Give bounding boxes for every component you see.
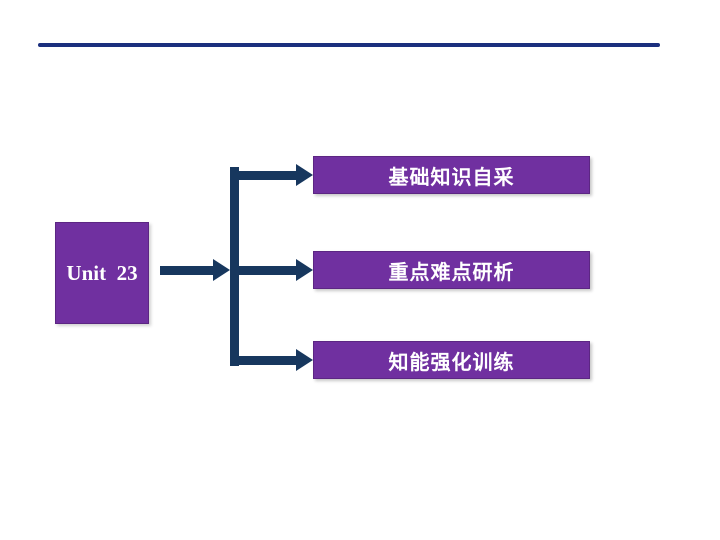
unit-node: Unit 23 [55, 222, 149, 324]
branch-node-key-points: 重点难点研析 [313, 251, 590, 289]
top-divider-rule [38, 43, 660, 47]
branch-label: 基础知识自采 [388, 166, 515, 189]
arrow-head [296, 164, 313, 186]
branch-bracket-line [230, 167, 239, 366]
branch-label: 重点难点研析 [388, 261, 515, 284]
arrow-shaft [239, 265, 296, 275]
arrow-shaft [239, 355, 296, 365]
unit-label: Unit 23 [66, 260, 138, 285]
branch-arrow-right-icon [239, 349, 313, 371]
branch-node-basics: 基础知识自采 [313, 156, 590, 194]
branch-arrow-right-icon [239, 164, 313, 186]
arrow-head [296, 349, 313, 371]
branch-arrow-right-icon [239, 259, 313, 281]
arrow-head [296, 259, 313, 281]
arrow-shaft [239, 170, 296, 180]
branch-label: 知能强化训练 [388, 351, 515, 374]
main-arrow-right-icon [160, 259, 230, 281]
arrow-shaft [160, 265, 213, 275]
branch-node-training: 知能强化训练 [313, 341, 590, 379]
arrow-head [213, 259, 230, 281]
